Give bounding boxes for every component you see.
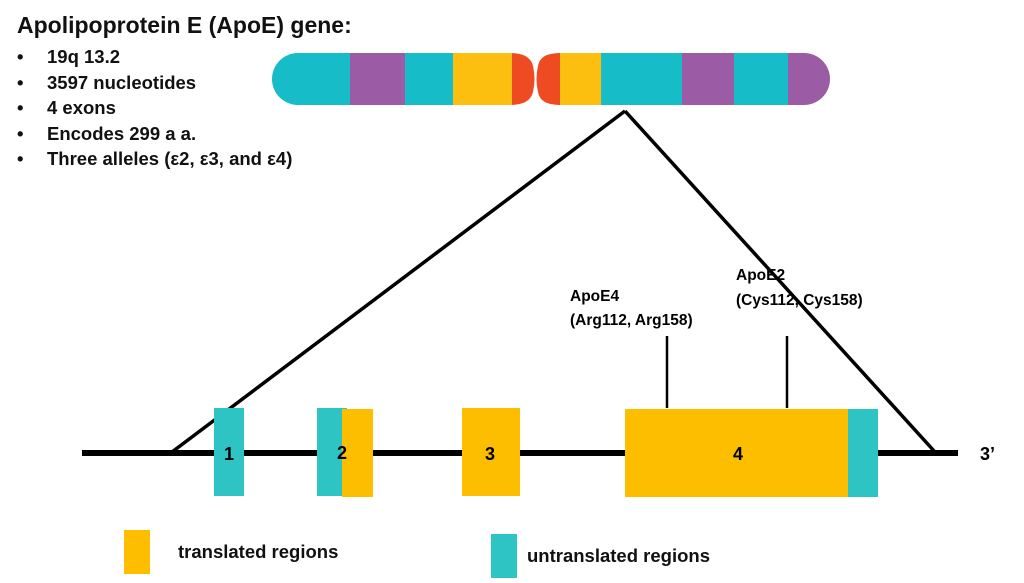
- exon-4: 4: [625, 409, 878, 497]
- apoe4-detail: (Arg112, Arg158): [570, 312, 693, 329]
- exon-label: 2: [337, 443, 347, 463]
- exon-label: 1: [224, 444, 234, 464]
- exon-label: 4: [733, 444, 743, 464]
- fact-encodes: •Encodes 299 a a.: [17, 121, 292, 147]
- diagram-title: Apolipoprotein E (ApoE) gene:: [17, 12, 352, 38]
- chromosome-band: [272, 53, 350, 105]
- chromosome-band: [734, 53, 788, 105]
- zoom-line-right: [623, 109, 937, 454]
- centromere-band: [512, 53, 535, 105]
- exon-label: 3: [485, 444, 495, 464]
- chromosome-band: [601, 53, 682, 105]
- exon-translated-region: [462, 408, 520, 496]
- exon-translated-region: [342, 409, 373, 497]
- exon-2: 2: [317, 408, 373, 497]
- chromosome-p-arm: [272, 53, 535, 105]
- legend-label-translated: translated regions: [178, 541, 339, 562]
- fact-exons: •4 exons: [17, 95, 292, 121]
- bullet-icon: •: [17, 46, 24, 67]
- fact-length: •3597 nucleotides: [17, 70, 292, 96]
- legend-swatch-untranslated: [491, 534, 517, 578]
- chromosome-band: [405, 53, 453, 105]
- exon-translated-region: [625, 409, 849, 497]
- apoe4-name: ApoE4: [570, 288, 619, 305]
- chromosome-band: [350, 53, 405, 105]
- legend-label-untranslated: untranslated regions: [527, 545, 710, 566]
- gene-facts-list: •19q 13.2 •3597 nucleotides •4 exons •En…: [17, 44, 292, 172]
- zoom-line-left: [170, 109, 627, 454]
- legend-translated: translated regions: [124, 530, 338, 574]
- fact-location: •19q 13.2: [17, 44, 292, 70]
- chromosome-q-arm: [536, 53, 830, 105]
- fact-alleles: •Three alleles (ε2, ε3, and ε4): [17, 146, 292, 172]
- exon-untranslated-region: [214, 408, 244, 496]
- apoe2-detail: (Cys112, Cys158): [736, 292, 863, 309]
- bullet-icon: •: [17, 97, 24, 118]
- chromosome-band: [788, 53, 830, 105]
- exon-3: 3: [462, 408, 520, 496]
- bullet-icon: •: [17, 71, 24, 93]
- exon-untranslated-region: [848, 409, 878, 497]
- legend-untranslated: untranslated regions: [491, 534, 710, 578]
- exon-1: 1: [214, 408, 244, 496]
- centromere-band: [536, 53, 560, 105]
- chromosome-band: [560, 53, 601, 105]
- bullet-icon: •: [17, 122, 24, 144]
- chromosome-band: [682, 53, 734, 105]
- three-prime-label: 3’: [980, 444, 995, 464]
- apoe2-name: ApoE2: [736, 267, 785, 284]
- chromosome-band: [453, 53, 512, 105]
- bullet-icon: •: [17, 148, 24, 169]
- legend-swatch-translated: [124, 530, 150, 574]
